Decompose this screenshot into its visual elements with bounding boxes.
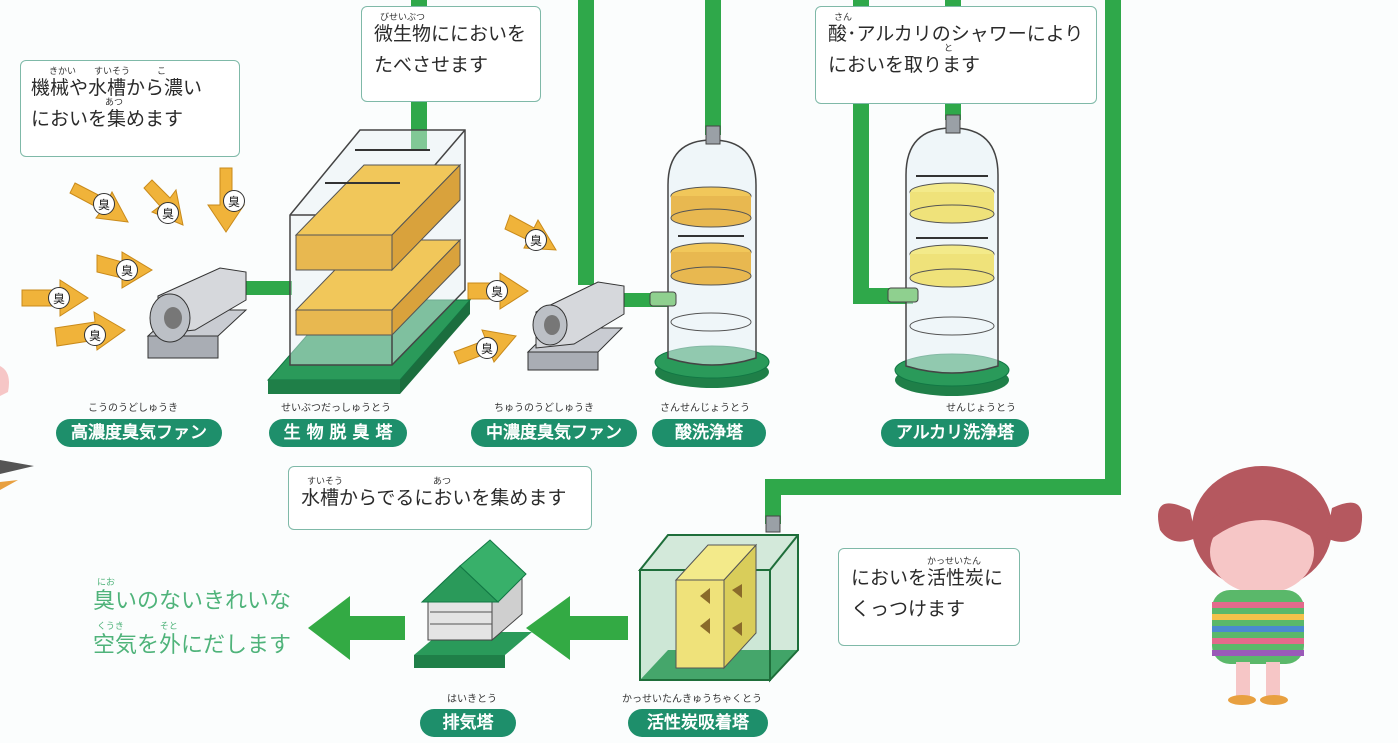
ruby-text: びせいぶつ: [380, 13, 426, 23]
label-alkali-tower: アルカリ洗浄塔: [881, 419, 1029, 447]
clean-air-line2: 空気を外にだします: [93, 633, 292, 658]
smell-badge: 臭: [157, 202, 179, 224]
label-acid-tower: 酸洗浄塔: [652, 419, 766, 447]
clean-air-line1: 臭いのないきれいな: [93, 589, 292, 614]
smell-badge: 臭: [116, 259, 138, 281]
label-ruby: せんじょうとう: [946, 403, 1016, 414]
label-ruby: かっせいたんきゅうちゃくとう: [622, 694, 762, 705]
bubble-line: くっつけます: [851, 598, 966, 620]
label-mid-concentration-fan: 中濃度臭気ファン: [471, 419, 637, 447]
label-exhaust-tower: 排気塔: [420, 709, 516, 737]
smell-badge: 臭: [476, 337, 498, 359]
mid-concentration-fan: [526, 281, 625, 371]
activated-carbon-tower: [637, 515, 799, 683]
pipe: [765, 479, 1121, 495]
bubble-shower: さん 酸･アルカリのシャワーにより と においを取ります: [815, 6, 1097, 104]
ruby-text: さん: [834, 13, 853, 23]
flow-arrows: [308, 596, 628, 660]
clean-air-ruby: にお: [97, 578, 116, 588]
exhaust-tower: [414, 539, 532, 668]
bubble-tank: すいそう あつ 水槽からでるにおいを集めます: [288, 466, 592, 530]
label-ruby: はいきとう: [447, 694, 497, 705]
ruby-text: きかい すいそう こ: [49, 67, 167, 77]
ruby-text: かっせいたん: [927, 557, 982, 567]
bubble-line: 機械や水槽から濃い: [31, 77, 203, 99]
girl-character: [1158, 466, 1363, 705]
label-ruby: さんせんじょうとう: [660, 403, 750, 414]
smell-badge: 臭: [223, 190, 245, 212]
bubble-carbon: かっせいたん においを活性炭に くっつけます: [838, 548, 1020, 646]
smell-badge: 臭: [84, 324, 106, 346]
smell-badge: 臭: [93, 193, 115, 215]
pipe: [578, 0, 594, 285]
clean-air-ruby: くうき そと: [97, 622, 178, 632]
bubble-line: たべさせます: [374, 54, 489, 76]
partial-character-left: [0, 366, 34, 490]
ruby-text: すいそう あつ: [307, 477, 452, 487]
ruby-text: と: [944, 44, 954, 54]
alkali-wash-tower: [887, 114, 1010, 396]
acid-wash-tower: [649, 125, 770, 388]
pipe: [705, 0, 721, 135]
bubble-line: においを集めます: [31, 108, 184, 130]
label-ruby: こうのうどしゅうき: [88, 403, 178, 414]
smell-badge: 臭: [525, 229, 547, 251]
label-high-concentration-fan: 高濃度臭気ファン: [56, 419, 222, 447]
bubble-line: においを取ります: [828, 54, 981, 76]
pipe: [242, 281, 292, 295]
high-concentration-fan: [146, 267, 248, 359]
label-ruby: せいぶつだっしゅうとう: [281, 403, 391, 414]
bubble-machines: きかい すいそう こ 機械や水槽から濃い あつ においを集めます: [20, 60, 240, 157]
bubble-microbes: びせいぶつ 微生物ににおいを たべさせます: [361, 6, 541, 102]
ruby-text: あつ: [105, 98, 124, 108]
label-ruby: ちゅうのうどしゅうき: [494, 403, 594, 414]
bio-deodorization-tower: [266, 129, 472, 394]
bubble-line: においを活性炭に: [851, 567, 1004, 589]
smell-badge: 臭: [48, 287, 70, 309]
label-carbon-tower: 活性炭吸着塔: [628, 709, 768, 737]
bubble-line: 微生物ににおいを: [374, 23, 527, 45]
pipe: [1105, 0, 1121, 495]
smell-badge: 臭: [486, 280, 508, 302]
bubble-line: 水槽からでるにおいを集めます: [301, 487, 567, 509]
bubble-line: 酸･アルカリのシャワーにより: [828, 23, 1084, 45]
pipe: [765, 479, 781, 524]
label-bio-tower: 生 物 脱 臭 塔: [269, 419, 407, 447]
